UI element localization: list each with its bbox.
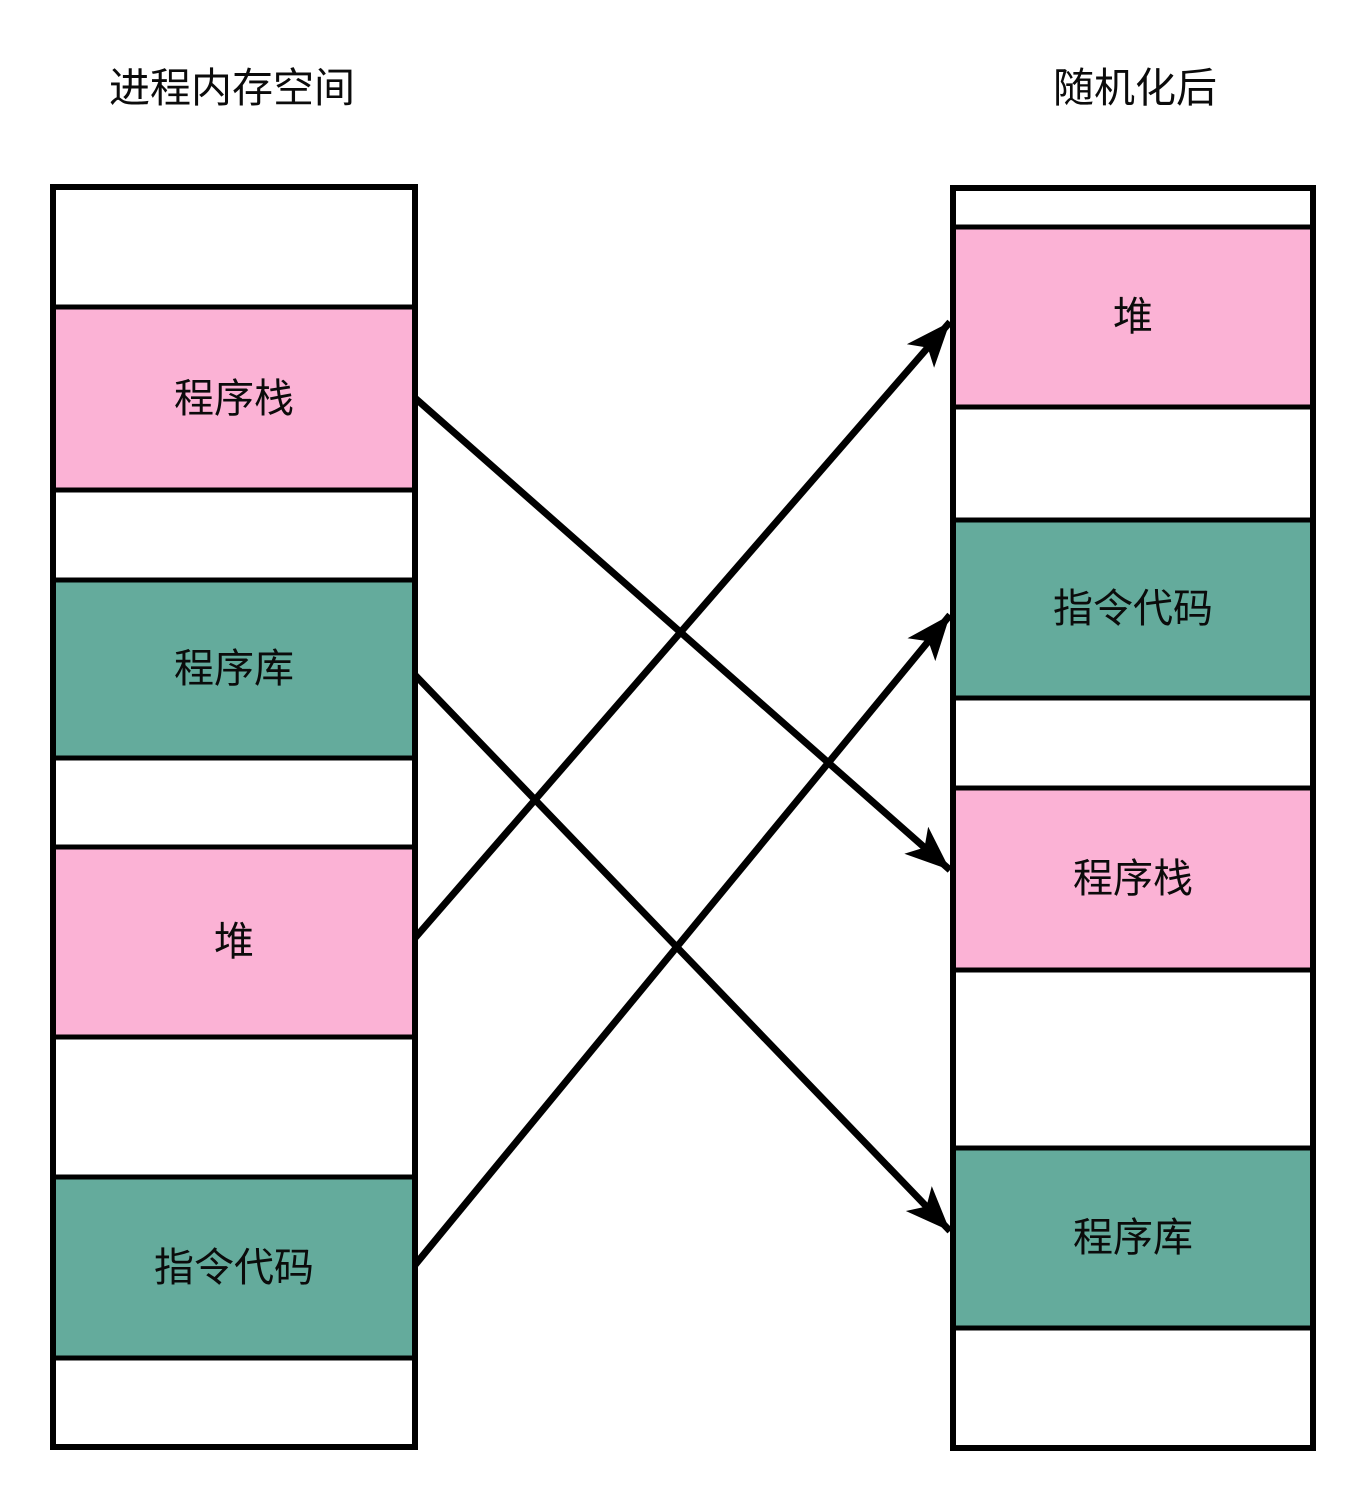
right-label-heap: 堆: [1113, 295, 1153, 339]
left-label-code: 指令代码: [154, 1246, 314, 1290]
arrow-code-mapping: [412, 612, 953, 1268]
left-segment-library: [50, 577, 418, 761]
left-memory-column: 程序栈 程序库 堆 指令代码: [50, 184, 418, 1450]
left-label-stack: 程序栈: [174, 377, 294, 421]
left-label-heap: 堆: [214, 920, 254, 964]
left-column-title: 进程内存空间: [109, 65, 355, 111]
right-segment-empty-4: [950, 967, 1316, 1151]
left-segment-stack: [50, 304, 418, 493]
left-label-library: 程序库: [174, 647, 294, 691]
right-label-code: 指令代码: [1053, 587, 1213, 631]
right-column-outline: [950, 185, 1316, 1451]
left-segment-empty-top: [50, 184, 418, 310]
left-segment-empty-bottom: [50, 1355, 418, 1450]
right-memory-column: 堆 指令代码 程序栈 程序库: [950, 185, 1316, 1451]
right-segment-empty-bottom: [950, 1325, 1316, 1451]
mapping-arrows: [412, 319, 953, 1268]
right-label-library: 程序库: [1073, 1216, 1193, 1260]
arrow-heap-mapping: [412, 319, 953, 941]
right-column-title: 随机化后: [1053, 65, 1217, 111]
left-segment-heap: [50, 844, 418, 1040]
right-label-stack: 程序栈: [1073, 857, 1193, 901]
right-segment-empty-top: [950, 185, 1316, 230]
left-segment-empty-3: [50, 755, 418, 850]
arrow-library-mapping: [412, 672, 953, 1234]
left-column-outline: [50, 184, 418, 1450]
left-segment-empty-2: [50, 487, 418, 583]
left-segment-empty-4: [50, 1034, 418, 1180]
right-segment-empty-3: [950, 695, 1316, 791]
right-segment-empty-2: [950, 404, 1316, 523]
